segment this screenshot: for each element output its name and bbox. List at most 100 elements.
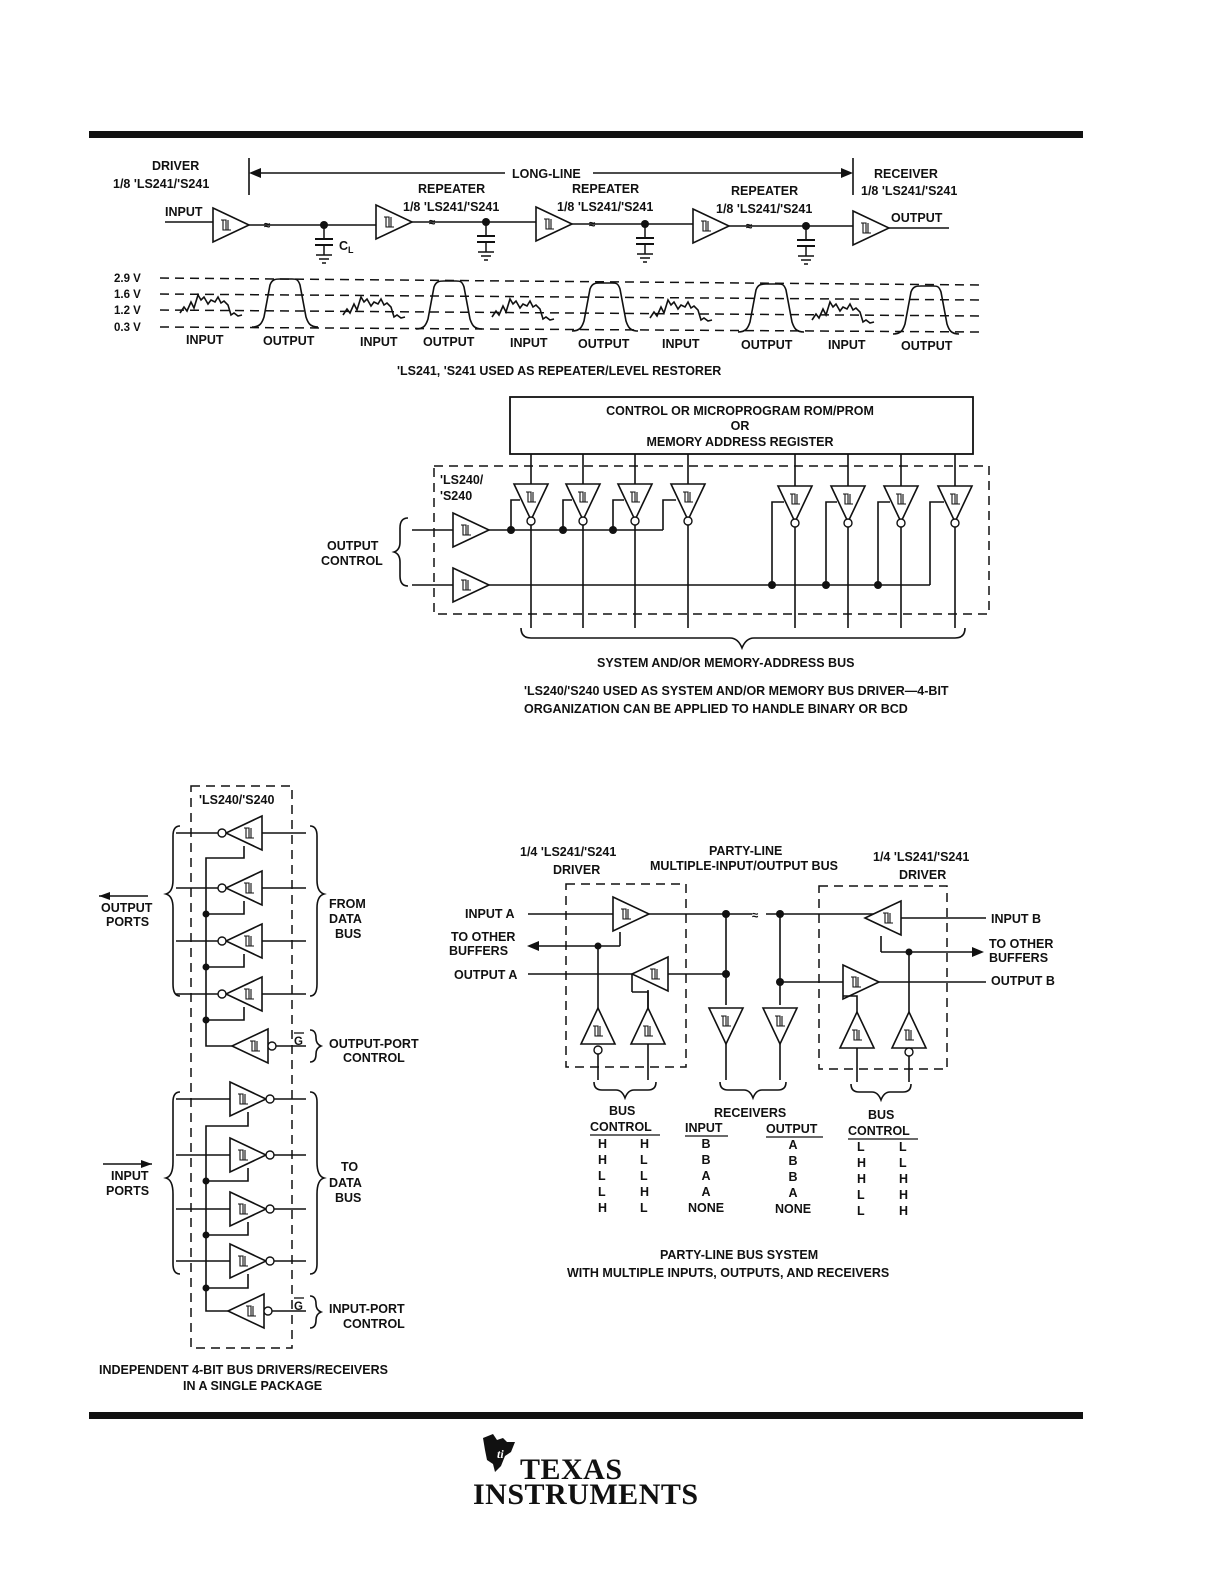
truth-cell: H [899, 1204, 908, 1218]
svg-text:≈: ≈ [589, 219, 596, 231]
truth-cell: L [899, 1140, 907, 1154]
wave-label: INPUT [662, 337, 700, 351]
bus-buffer-icon [883, 485, 919, 523]
from-2: DATA [329, 912, 362, 926]
wave-label: INPUT [186, 333, 224, 347]
truth-cell: NONE [775, 1202, 811, 1216]
fig3-independent-bus: 'LS240/'S240 G OUTPUT-PORT CONTROL [99, 785, 419, 1393]
input-ports-1: INPUT [111, 1169, 149, 1183]
restored-output-waveform [737, 283, 805, 333]
bus-control-buffer-icon [580, 1007, 616, 1045]
input-b-label: INPUT B [991, 912, 1041, 926]
truth-cell: H [598, 1153, 607, 1167]
to-3: BUS [335, 1191, 361, 1205]
long-line-label: LONG-LINE [512, 167, 581, 181]
fig3-caption-2: IN A SINGLE PACKAGE [183, 1379, 322, 1393]
restored-output-waveform [571, 282, 639, 332]
rx-output-header: OUTPUT [766, 1122, 818, 1136]
ls240-package-outline [433, 465, 990, 615]
receiver-buffer-icon [708, 1007, 744, 1045]
input-a-buffer-icon [612, 896, 650, 932]
input-buffer-icon [229, 1081, 267, 1117]
to-other-b-1: TO OTHER [989, 937, 1053, 951]
truth-cell: H [640, 1185, 649, 1199]
truth-cell: H [598, 1201, 607, 1215]
repeater-2-label: REPEATER [572, 182, 639, 196]
capacitor-icon [796, 225, 816, 265]
right-driver-outline [818, 885, 948, 1070]
input-port-control-buffer-icon [227, 1293, 265, 1329]
opc-1: OUTPUT-PORT [329, 1037, 419, 1051]
svg-text:≈: ≈ [746, 221, 753, 233]
wave-label: INPUT [360, 335, 398, 349]
svg-text:ti: ti [497, 1447, 504, 1461]
receivers-label: RECEIVERS [714, 1106, 786, 1120]
bus-control-left-1: BUS [609, 1104, 635, 1118]
bus-brace [520, 627, 966, 651]
receiver-buffer-icon [762, 1007, 798, 1045]
to-other-2: BUFFERS [449, 944, 508, 958]
truth-cell: H [899, 1188, 908, 1202]
truth-cell: L [857, 1204, 865, 1218]
wave-label: OUTPUT [423, 335, 475, 349]
output-control-buffer-icon [452, 567, 490, 603]
truth-cell: H [598, 1137, 607, 1151]
receiver-label: RECEIVER [874, 167, 938, 181]
left-driver-outline [565, 883, 687, 1068]
input-ports-2: PORTS [106, 1184, 149, 1198]
bus-buffer-icon [513, 483, 549, 521]
right-driver-part: 1/4 'LS241/'S241 [873, 850, 969, 864]
output-buffer-icon [225, 976, 263, 1012]
texas-instruments-logo-icon: ti [483, 1434, 515, 1472]
truth-cell: L [899, 1156, 907, 1170]
repeater-1-label: REPEATER [418, 182, 485, 196]
rom-line3: MEMORY ADDRESS REGISTER [646, 435, 833, 449]
bus-buffer-icon [617, 483, 653, 521]
truth-cell: A [701, 1185, 710, 1199]
truth-cell: B [701, 1153, 710, 1167]
truth-cell: A [701, 1169, 710, 1183]
g-bar-label: G [294, 1301, 303, 1313]
bus-control-buffer-icon [891, 1011, 927, 1049]
noisy-input-waveform [179, 294, 243, 317]
output-b-buffer-icon [842, 964, 880, 1000]
repeater-3-part: 1/8 'LS241/'S241 [716, 202, 812, 216]
bus-control-buffer-icon [630, 1007, 666, 1045]
control-truth-table: H H H L L L L H H L B B A A NONE A B B A… [598, 1137, 908, 1218]
truth-cell: H [857, 1156, 866, 1170]
noisy-input-waveform [491, 298, 555, 321]
opc-2: CONTROL [343, 1051, 405, 1065]
driver-buffer-icon [212, 207, 250, 243]
output-a-label: OUTPUT A [454, 968, 517, 982]
to-2: DATA [329, 1176, 362, 1190]
bottom-rule [89, 1412, 1083, 1419]
fig2-part-1: 'LS240/ [440, 473, 484, 487]
capacitor-icon [635, 223, 655, 263]
bus-control-left-2: CONTROL [590, 1120, 652, 1134]
restored-output-waveform [251, 278, 319, 328]
party-line-1: PARTY-LINE [709, 844, 782, 858]
bus-buffers [513, 454, 973, 628]
input-buffer-icon [229, 1191, 267, 1227]
to-other-1: TO OTHER [451, 930, 515, 944]
output-control-1: OUTPUT [327, 539, 379, 553]
wave-label: OUTPUT [263, 334, 315, 348]
fig4-caption-1: PARTY-LINE BUS SYSTEM [660, 1248, 818, 1262]
fig4-party-line: 1/4 'LS241/'S241 DRIVER PARTY-LINE MULTI… [449, 844, 1055, 1280]
level-2-9v: 2.9 V [114, 273, 141, 285]
svg-text:≈: ≈ [429, 217, 436, 229]
level-0-3v: 0.3 V [114, 322, 141, 334]
to-other-b-2: BUFFERS [989, 951, 1048, 965]
fig3-caption-1: INDEPENDENT 4-BIT BUS DRIVERS/RECEIVERS [99, 1363, 388, 1377]
fig1-input-label: INPUT [165, 205, 203, 219]
top-rule [89, 131, 1083, 138]
rx-input-header: INPUT [685, 1121, 723, 1135]
receiver-part-label: 1/8 'LS241/'S241 [861, 184, 957, 198]
noisy-input-waveform [342, 296, 406, 319]
repeater-2-part: 1/8 'LS241/'S241 [557, 200, 653, 214]
brand-instruments: INSTRUMENTS [473, 1478, 699, 1511]
svg-text:≈: ≈ [752, 910, 759, 922]
bus-buffer-icon [777, 485, 813, 523]
truth-cell: A [788, 1186, 797, 1200]
